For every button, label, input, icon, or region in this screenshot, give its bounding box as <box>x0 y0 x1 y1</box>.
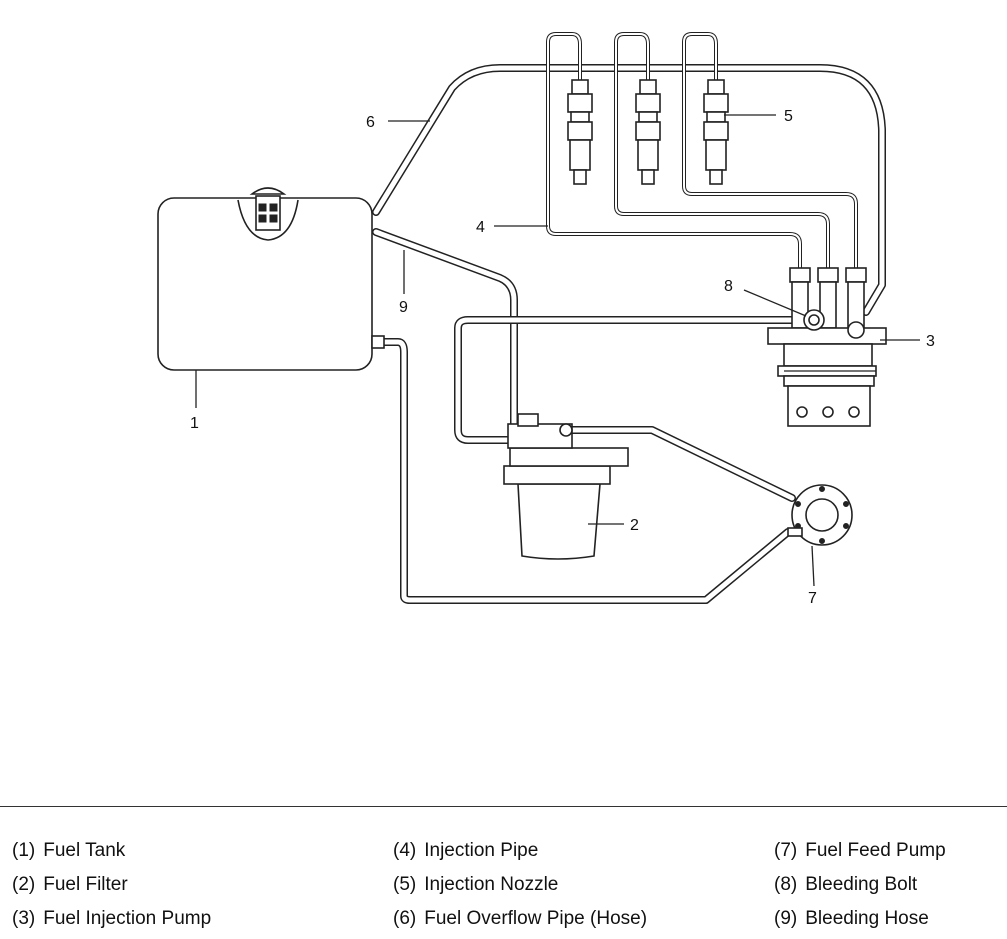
callout-5: 5 <box>784 108 793 125</box>
legend-item: (6)Fuel Overflow Pipe (Hose) <box>393 908 648 929</box>
leader-lines <box>195 114 920 587</box>
feed-to-filter-line <box>566 426 796 502</box>
legend-divider <box>0 806 1007 807</box>
injection-nozzle <box>703 79 729 185</box>
legend-item: (8)Bleeding Bolt <box>774 874 918 895</box>
injection-nozzle <box>635 79 661 185</box>
legend-item: (7)Fuel Feed Pump <box>774 840 946 861</box>
bleeding-hose <box>372 228 518 434</box>
injection-nozzle <box>567 79 593 185</box>
callout-2: 2 <box>630 517 639 534</box>
overflow-pipe <box>372 64 886 316</box>
legend-item: (1)Fuel Tank <box>12 840 126 861</box>
callout-8: 8 <box>724 278 733 295</box>
injection-nozzles <box>567 79 729 185</box>
fuel-injection-pump <box>767 267 887 427</box>
callout-4: 4 <box>476 219 485 236</box>
fuel-system-diagram: 1 2 3 4 5 6 7 8 9 <box>157 32 935 607</box>
callout-7: 7 <box>808 590 817 607</box>
legend-item: (4)Injection Pipe <box>393 840 539 861</box>
callout-3: 3 <box>926 333 935 350</box>
legend-item: (5)Injection Nozzle <box>393 874 559 895</box>
supply-line <box>378 338 792 604</box>
filter-to-pump-line <box>454 316 804 444</box>
injection-pipes <box>546 32 858 272</box>
bleeding-bolt <box>803 309 825 331</box>
callout-1: 1 <box>190 415 199 432</box>
legend-item: (9)Bleeding Hose <box>774 908 929 929</box>
fuel-tank <box>157 187 385 371</box>
legend-item: (3)Fuel Injection Pump <box>12 908 212 929</box>
fuel-filter <box>503 413 629 560</box>
callout-6: 6 <box>366 114 375 131</box>
fuel-feed-pump <box>787 484 853 546</box>
legend-item: (2)Fuel Filter <box>12 874 128 895</box>
callout-9: 9 <box>399 299 408 316</box>
